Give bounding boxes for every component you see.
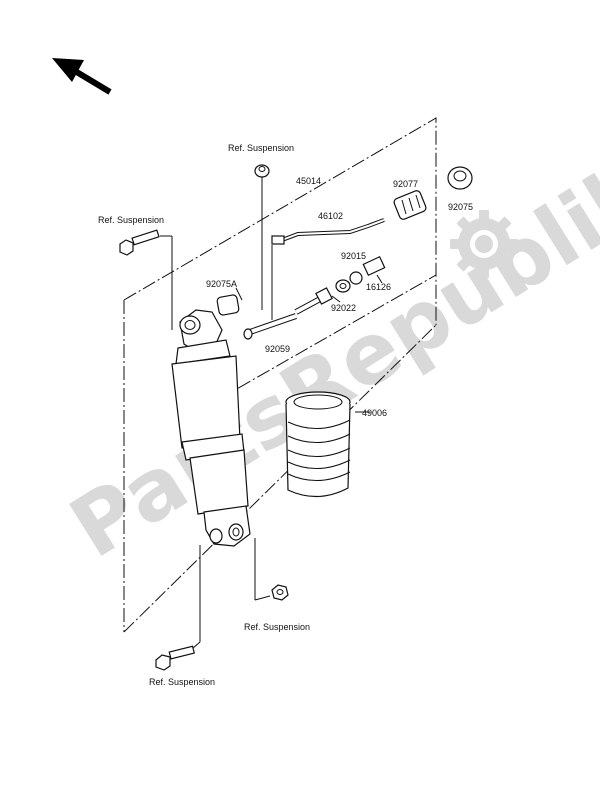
reservoir-hose-46102 [271,218,385,245]
arrow-up-left-icon [52,58,112,95]
gear-icon [450,210,518,278]
bushing-92075A [216,294,240,316]
pin-92059 [243,313,297,340]
adjuster-rod [294,287,333,315]
label-ref-suspension-bottom-left: Ref. Suspension [149,677,215,687]
label-92077: 92077 [393,179,418,189]
watermark-text: PartsRepublik [54,142,600,577]
lower-mounting-bolt [155,645,195,671]
upper-mounting-bolt [119,229,160,256]
label-92022: 92022 [331,303,356,313]
label-92075: 92075 [448,202,473,212]
watermark: PartsRepublik [54,142,600,577]
label-46102: 46102 [318,211,343,221]
lower-nut [271,584,289,601]
label-16126: 16126 [366,282,391,292]
adjuster-knob-92077 [393,190,427,220]
part-labels: Ref. Suspension Ref. Suspension 45014 46… [98,143,473,687]
label-92075A: 92075A [206,279,237,289]
washer-92022 [335,271,363,293]
leader-lines [160,176,383,656]
label-ref-suspension-left: Ref. Suspension [98,215,164,225]
dust-boot-49006 [285,391,351,498]
label-ref-suspension-bottom-right: Ref. Suspension [244,622,310,632]
label-45014: 45014 [296,176,321,186]
label-92059: 92059 [265,344,290,354]
shock-absorber [171,309,251,547]
assembly-frame [123,117,437,633]
label-92015: 92015 [341,251,366,261]
top-nut [254,164,270,178]
label-49006: 49006 [362,408,387,418]
cap-92075 [447,166,473,190]
label-ref-suspension-top: Ref. Suspension [228,143,294,153]
nut-92015 [362,255,386,277]
